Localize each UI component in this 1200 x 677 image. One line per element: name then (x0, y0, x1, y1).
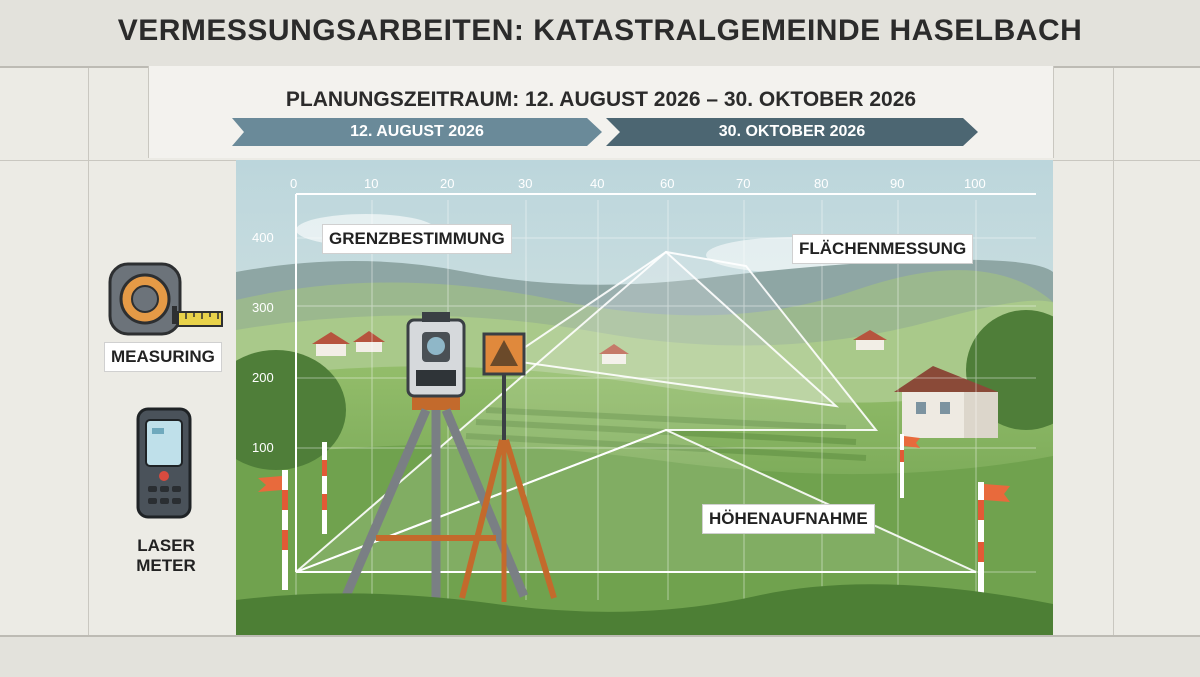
prism-tripod (459, 332, 557, 602)
tool-label-measuring: MEASURING (104, 342, 222, 372)
y-tick-label: 400 (252, 230, 274, 245)
task-label-hoehenaufnahme: HÖHENAUFNAHME (702, 504, 875, 534)
grid-line (88, 0, 89, 675)
x-tick-label: 60 (660, 176, 675, 191)
tool-label-laser-line1: LASER (137, 536, 195, 555)
x-tick-label: 80 (814, 176, 829, 191)
x-tick-label: 20 (440, 176, 455, 191)
y-tick-label: 100 (252, 440, 274, 455)
x-tick-label: 40 (590, 176, 605, 191)
period-start-label: 12. AUGUST 2026 (350, 123, 484, 140)
grid-line (1113, 0, 1114, 675)
task-label-grenzbestimmung: GRENZBESTIMMUNG (322, 224, 512, 254)
tool-label-laser-line2: METER (136, 556, 196, 575)
farmhouse (894, 366, 998, 438)
laser-meter-icon (136, 407, 192, 519)
y-tick-label: 200 (252, 370, 274, 385)
planning-period-panel: PLANUNGSZEITRAUM: 12. AUGUST 2026 – 30. … (148, 66, 1054, 158)
x-tick-label: 100 (964, 176, 986, 191)
bottom-bar (0, 635, 1200, 677)
period-start-arrow: 12. AUGUST 2026 (232, 118, 602, 146)
x-tick-label: 70 (736, 176, 751, 191)
x-tick-label: 0 (290, 176, 298, 191)
task-label-flaechenmessung: FLÄCHENMESSUNG (792, 234, 974, 264)
survey-scene: 0 10 20 30 40 60 70 80 90 100 400 300 20… (236, 160, 1053, 635)
survey-pole-left (258, 470, 288, 590)
survey-pole-right (978, 482, 1010, 602)
x-tick-label: 10 (364, 176, 379, 191)
x-tick-label: 90 (890, 176, 905, 191)
tape-measure-icon (108, 262, 223, 336)
tools-panel: MEASURING LASER METER (88, 160, 236, 635)
survey-pole-far (900, 434, 920, 498)
period-end-arrow: 30. OKTOBER 2026 (606, 118, 978, 146)
total-station-tripod (341, 312, 529, 610)
village-houses (312, 330, 887, 364)
title-bar: VERMESSUNGSARBEITEN: KATASTRALGEMEINDE H… (0, 0, 1200, 68)
x-tick-label: 30 (518, 176, 533, 191)
tool-label-laser-meter: LASER METER (126, 536, 206, 576)
planning-period-label: PLANUNGSZEITRAUM: 12. AUGUST 2026 – 30. … (285, 88, 917, 111)
survey-pole-mid (322, 442, 327, 534)
period-end-label: 30. OKTOBER 2026 (718, 123, 866, 140)
page-title: VERMESSUNGSARBEITEN: KATASTRALGEMEINDE H… (117, 14, 1083, 47)
y-tick-label: 300 (252, 300, 274, 315)
